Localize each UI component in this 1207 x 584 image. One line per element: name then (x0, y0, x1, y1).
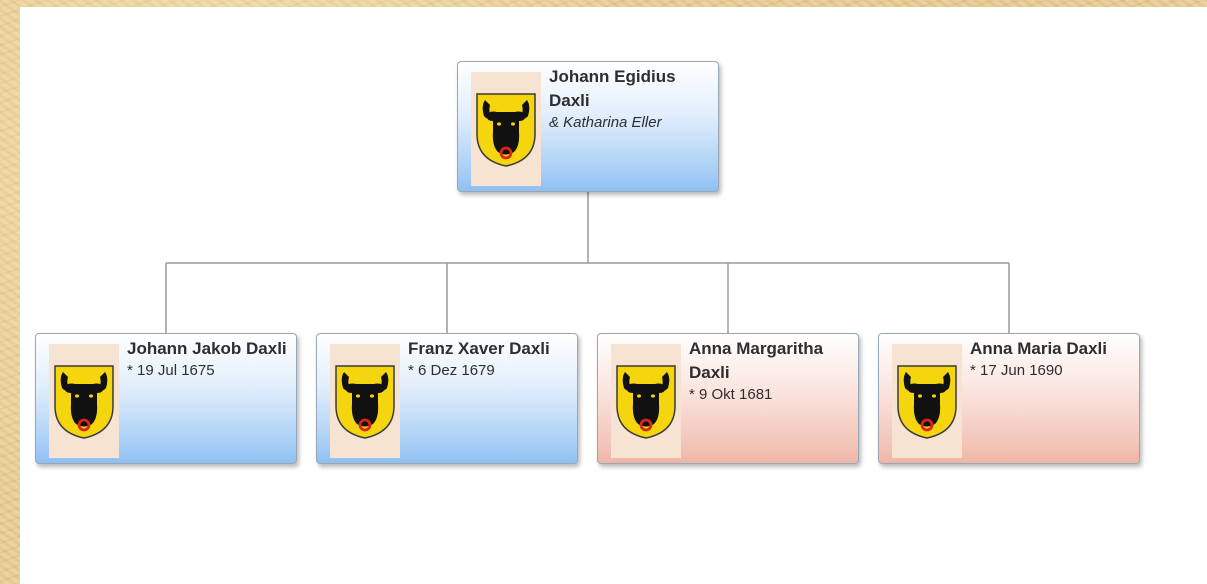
person-card-child-2[interactable]: Franz Xaver Daxli * 6 Dez 1679 (316, 333, 578, 464)
person-name: Johann Egidius Daxli (549, 67, 676, 110)
person-card-child-1[interactable]: Johann Jakob Daxli * 19 Jul 1675 (35, 333, 297, 464)
uri-bull-coat-of-arms-icon (49, 344, 119, 458)
person-card-child-3[interactable]: Anna Margaritha Daxli * 9 Okt 1681 (597, 333, 859, 464)
person-name: Anna Maria Daxli (970, 339, 1107, 358)
birth-date: * 6 Dez 1679 (408, 362, 495, 379)
uri-bull-coat-of-arms-icon (471, 72, 541, 186)
person-name: Franz Xaver Daxli (408, 339, 550, 358)
uri-bull-coat-of-arms-icon (330, 344, 400, 458)
birth-date: * 9 Okt 1681 (689, 386, 773, 403)
uri-bull-coat-of-arms-icon (892, 344, 962, 458)
person-name: Anna Margaritha Daxli (689, 339, 824, 382)
person-card-child-4[interactable]: Anna Maria Daxli * 17 Jun 1690 (878, 333, 1140, 464)
person-card-root[interactable]: Johann Egidius Daxli & Katharina Eller (457, 61, 719, 192)
birth-date: * 19 Jul 1675 (127, 362, 215, 379)
person-name: Johann Jakob Daxli (127, 339, 287, 358)
birth-date: * 17 Jun 1690 (970, 362, 1063, 379)
spouse-name: & Katharina Eller (549, 114, 662, 131)
uri-bull-coat-of-arms-icon (611, 344, 681, 458)
